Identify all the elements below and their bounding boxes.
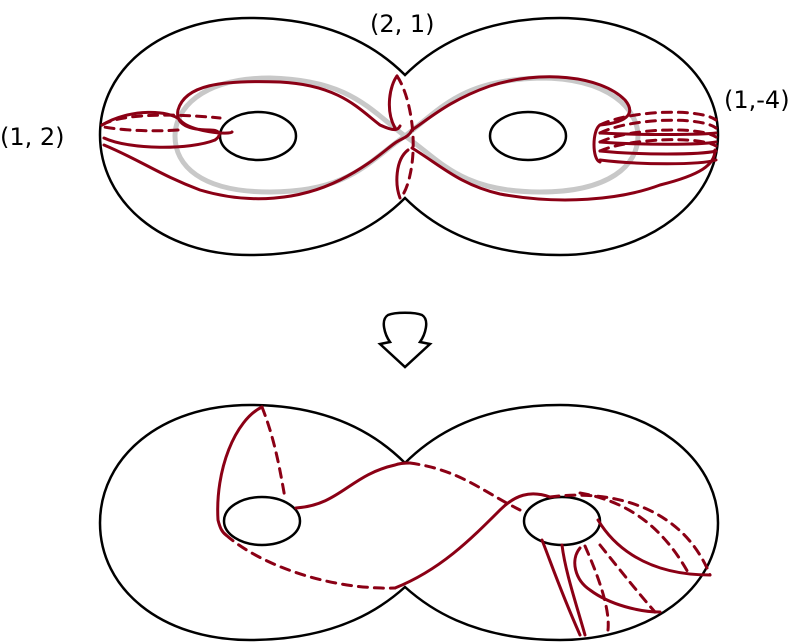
top-surface [98,16,720,257]
curve-1-2-hidden [100,113,222,133]
curve-1-minus4-hidden [598,110,718,153]
bottom-left-hole [222,495,302,547]
curve-1-2 [100,80,402,149]
bottom-surface [98,403,720,642]
bottom-red-curves [216,405,712,637]
curve-1-2-lower [102,128,414,201]
down-arrow-icon [377,311,433,369]
top-left-hole [218,110,298,162]
label-left: (1, 2) [0,123,65,151]
top-right-hole [488,110,568,162]
bottom-curve-front [216,405,712,637]
curve-2-1-hidden [395,74,415,200]
curve-1-minus4 [410,75,718,202]
bottom-curve-hidden [224,405,712,632]
top-surface-outline [98,16,720,257]
top-red-curves [100,74,718,202]
curve-2-1-front [387,74,410,200]
label-right: (1,-4) [724,86,790,114]
bottom-right-hole [522,495,602,547]
bottom-surface-outline [98,403,720,642]
label-top-center: (2, 1) [370,10,435,38]
